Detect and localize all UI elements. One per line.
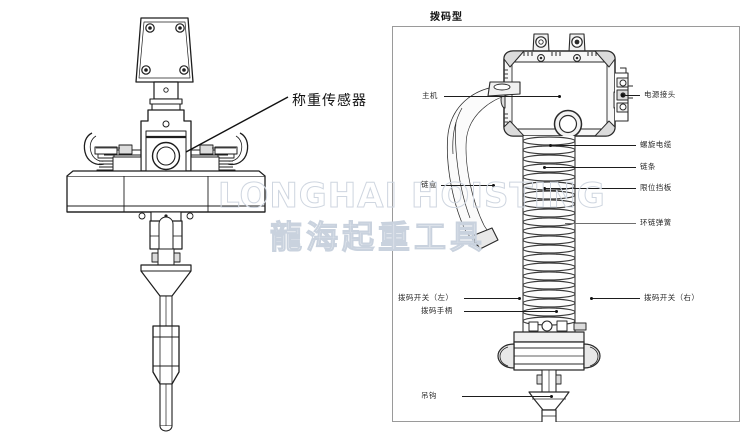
leader-dot-hook bbox=[550, 394, 553, 398]
leader-dot-spiral-cable bbox=[549, 143, 552, 147]
right-diagram bbox=[392, 26, 740, 422]
leader-chain-spring bbox=[565, 223, 636, 224]
left-diagram: 称重传感器 bbox=[66, 17, 367, 432]
label-load-cell: 称重传感器 bbox=[292, 93, 367, 109]
leader-chain bbox=[545, 167, 636, 168]
leader-chain-box bbox=[441, 185, 494, 186]
label-spiral-cable: 螺旋电缆 bbox=[640, 140, 672, 149]
panel-title: 拨码型 bbox=[430, 12, 463, 23]
leader-dot-power-connector bbox=[621, 93, 624, 97]
leader-dot-chain bbox=[543, 165, 546, 169]
label-chain: 链条 bbox=[640, 162, 656, 171]
label-chain-spring: 环链弹簧 bbox=[640, 218, 672, 227]
label-dip-switch-left: 拨码开关（左） bbox=[398, 293, 454, 302]
leader-spiral-cable bbox=[551, 145, 636, 146]
leader-dot-dip-switch-left bbox=[518, 296, 521, 300]
leader-limit-stop-plate bbox=[545, 188, 636, 189]
label-chain-box: 链盒 bbox=[421, 180, 437, 189]
label-limit-stop-plate: 限位挡板 bbox=[640, 183, 672, 192]
load-cell-leader bbox=[185, 96, 289, 153]
leader-dip-handle bbox=[464, 311, 557, 312]
label-power-connector: 电源接头 bbox=[644, 90, 676, 99]
label-main-unit: 主机 bbox=[422, 91, 438, 100]
leader-dip-switch-right bbox=[592, 298, 640, 299]
leader-hook bbox=[462, 396, 552, 397]
leader-dot-limit-stop-plate bbox=[543, 186, 546, 190]
leader-main-unit bbox=[444, 96, 560, 97]
label-dip-handle: 拨码手柄 bbox=[421, 306, 453, 315]
leader-dot-main-unit bbox=[558, 94, 561, 98]
leader-power-connector bbox=[623, 95, 640, 96]
right-hoist-drawing bbox=[446, 33, 633, 422]
label-dip-switch-right: 拨码开关（右） bbox=[644, 293, 700, 302]
leader-dot-dip-handle bbox=[555, 309, 558, 313]
leader-dot-dip-switch-right bbox=[590, 296, 593, 300]
leader-dip-switch-left bbox=[464, 298, 520, 299]
leader-dot-chain-box bbox=[492, 183, 495, 187]
left-hoist-drawing bbox=[66, 17, 266, 432]
label-hook: 吊钩 bbox=[421, 391, 437, 400]
